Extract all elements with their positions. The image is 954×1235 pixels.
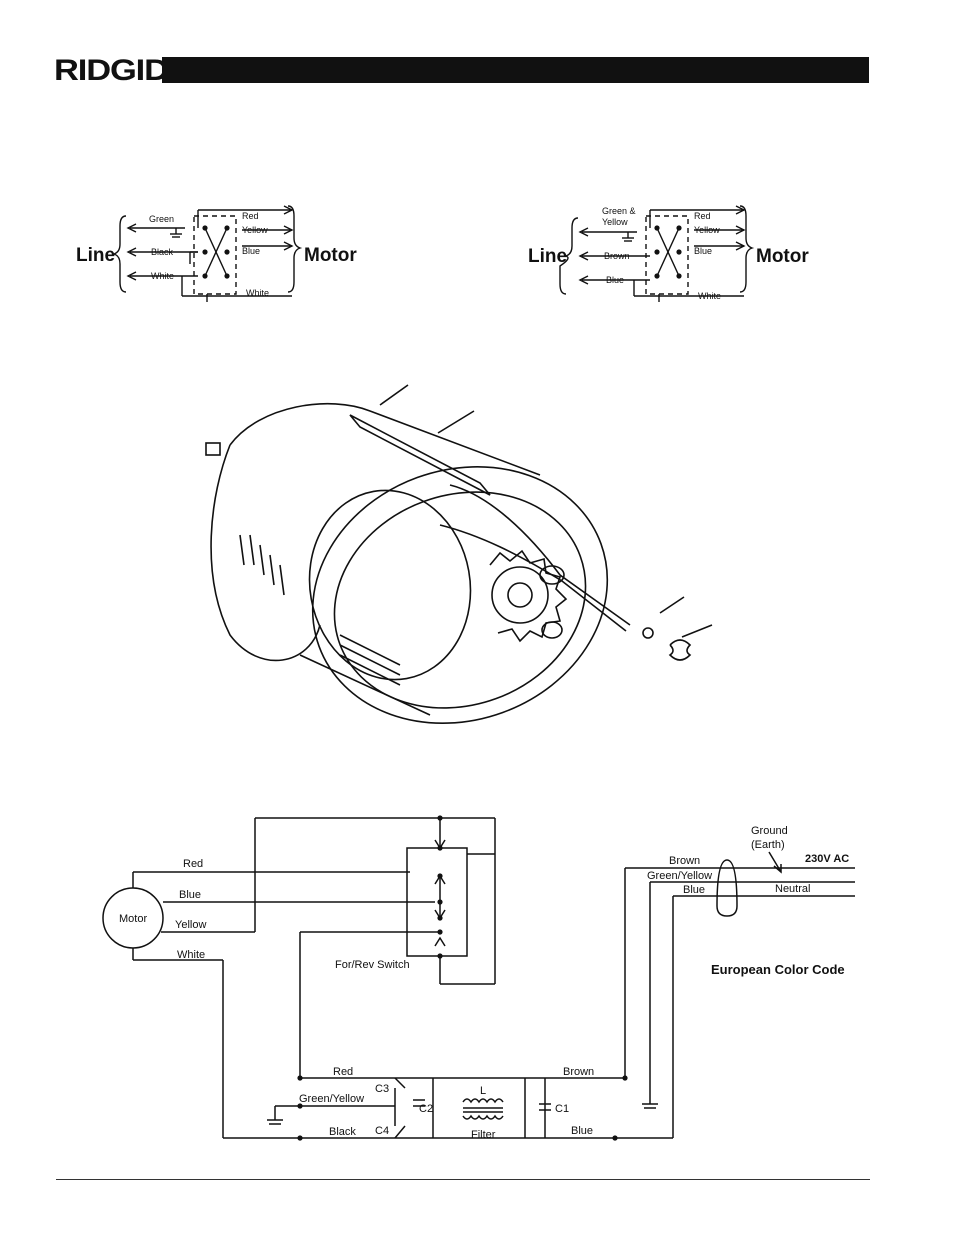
motor-housing-illustration — [205, 384, 713, 724]
motor-label: Motor — [119, 913, 147, 925]
wire-label: Yellow — [602, 217, 628, 227]
wiring-schematic: Motor Red Blue Yellow White For/Rev Swit… — [102, 815, 855, 1141]
switch-diagram-us: Line Motor Green Black White Red Yellow … — [76, 205, 357, 302]
wire-label: Blue — [694, 246, 712, 256]
wire-label: Green & — [602, 206, 636, 216]
capacitor-label: C2 — [419, 1103, 433, 1115]
wire-label: Blue — [242, 246, 260, 256]
wire-label: Blue — [683, 884, 705, 896]
wire-label: Brown — [563, 1066, 594, 1078]
header-bar — [162, 57, 869, 83]
capacitor-label: C4 — [375, 1125, 389, 1137]
wire-label: White — [698, 291, 721, 301]
wire-label: Red — [694, 211, 711, 221]
switch-diagram-eu: Line Motor Green & Yellow Brown Blue Red… — [528, 205, 809, 302]
left-label: Line — [528, 246, 567, 267]
ridgid-logo: RIDGID — [54, 54, 169, 87]
wire-label: Blue — [179, 889, 201, 901]
filter-label: Filter — [471, 1129, 496, 1141]
wire-label: Green — [149, 214, 174, 224]
right-label: Motor — [756, 246, 809, 267]
switch-label: For/Rev Switch — [335, 959, 410, 971]
wire-label: Yellow — [242, 225, 268, 235]
wire-label: Green/Yellow — [647, 870, 712, 882]
wire-label: Black — [151, 247, 174, 257]
ground-label: Ground — [751, 825, 788, 837]
wire-label: Blue — [571, 1125, 593, 1137]
wire-label: White — [246, 288, 269, 298]
wire-label: Brown — [669, 855, 700, 867]
wire-label: Brown — [604, 251, 630, 261]
inductor-label: L — [480, 1085, 486, 1097]
footer-rule — [56, 1179, 870, 1180]
wire-label: Blue — [606, 275, 624, 285]
wire-label: Red — [183, 858, 203, 870]
left-label: Line — [76, 245, 115, 266]
capacitor-label: C1 — [555, 1103, 569, 1115]
wire-label: White — [151, 271, 174, 281]
color-code-title: European Color Code — [711, 962, 845, 977]
right-label: Motor — [304, 245, 357, 266]
wire-label: Red — [333, 1066, 353, 1078]
wire-label: Black — [329, 1126, 356, 1138]
wire-label: White — [177, 949, 205, 961]
neutral-label: Neutral — [775, 883, 810, 895]
wire-label: Yellow — [694, 225, 720, 235]
capacitor-label: C3 — [375, 1083, 389, 1095]
wire-label: Red — [242, 211, 259, 221]
supply-label: 230V AC — [805, 853, 849, 865]
ground-label: (Earth) — [751, 839, 785, 851]
wire-label: Green/Yellow — [299, 1093, 364, 1105]
wire-label: Yellow — [175, 919, 206, 931]
